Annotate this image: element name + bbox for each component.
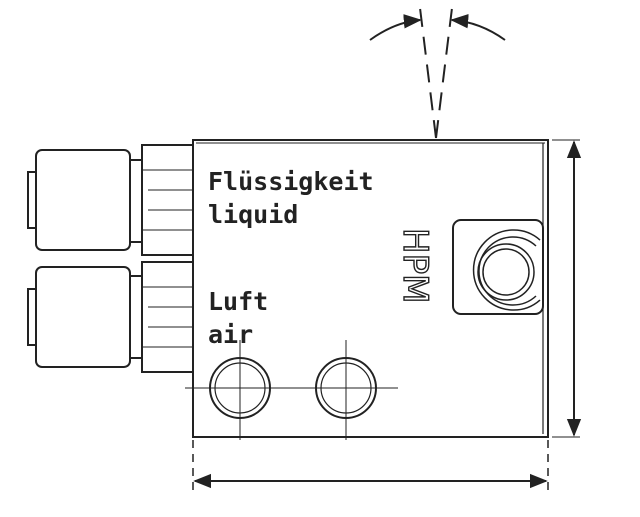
air-label-de: Luft [208,287,268,316]
mounting-hole-left [185,340,295,440]
air-connector [27,261,194,373]
width-dimension [192,440,549,490]
height-dimension [552,139,582,438]
tilt-angle-indicator [369,7,506,139]
air-label-en: air [208,320,253,349]
logo-text: HPM [395,228,435,303]
liquid-label-de: Flüssigkeit [208,167,374,196]
liquid-label-en: liquid [208,200,298,229]
liquid-connector [27,144,194,256]
mounting-hole-right [292,340,398,440]
hpm-logo: HPM [394,219,544,315]
